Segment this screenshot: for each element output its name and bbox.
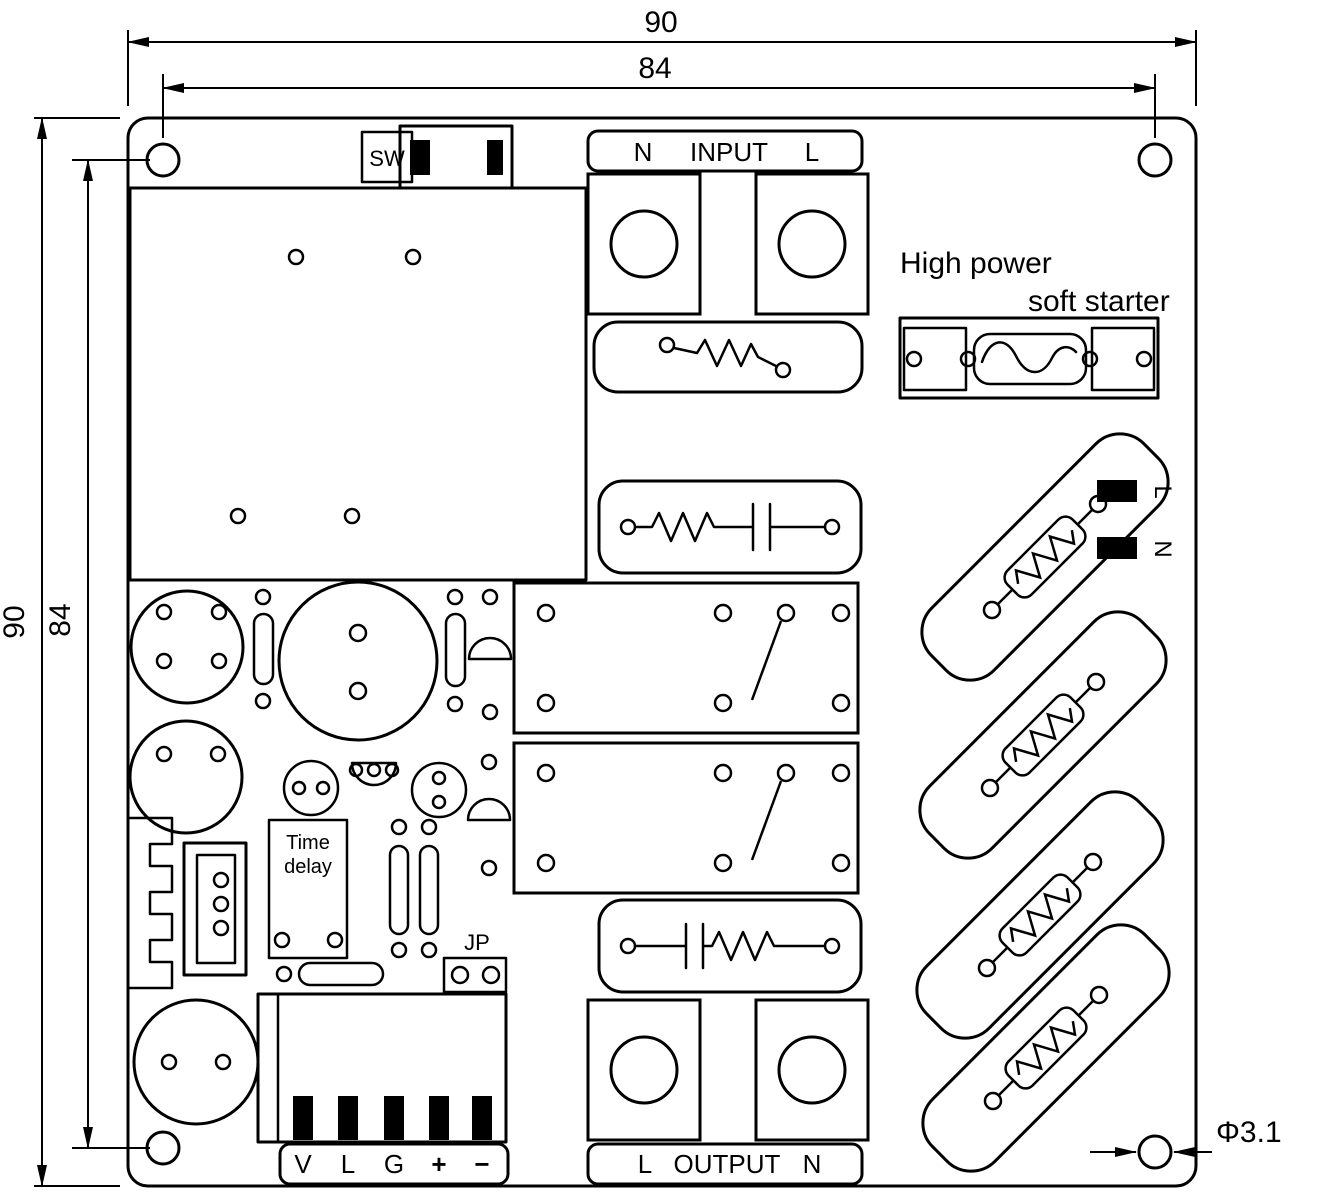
title-line2: soft starter <box>1028 285 1170 318</box>
switch-actuator-right <box>487 140 503 175</box>
mounting-hole-bottom-left <box>145 1130 181 1166</box>
resistor-capsule-2 <box>444 612 467 688</box>
input-title: INPUT <box>690 137 768 167</box>
fuse-body <box>972 332 1088 386</box>
varistor-2 <box>904 596 1182 874</box>
line-marker-n-pad <box>1097 537 1137 559</box>
board-title: High power soft starter <box>900 247 1170 318</box>
terminal-label-v: V <box>294 1149 312 1179</box>
rc-snubber-bottom <box>597 898 863 994</box>
filter-capacitors <box>128 580 439 1126</box>
fuse-element <box>980 341 1078 374</box>
small-capacitor-1 <box>282 759 340 817</box>
dim-hole-diameter-label: Φ3.1 <box>1216 1116 1282 1149</box>
resistor-capsule-1 <box>252 612 275 686</box>
capacitor-4 <box>132 998 260 1126</box>
fusible-resistor <box>592 320 864 394</box>
small-capacitor-2 <box>410 761 468 819</box>
output-n-label: N <box>803 1149 822 1179</box>
input-terminal-l <box>754 172 870 316</box>
line-markers: L N <box>1097 480 1176 559</box>
output-connector: L OUTPUT N <box>586 998 870 1186</box>
title-line1: High power <box>900 247 1052 280</box>
output-title: OUTPUT <box>674 1149 781 1179</box>
output-terminal-l <box>586 998 702 1142</box>
resistor-capsule-4 <box>388 844 410 936</box>
transistor-3 <box>466 797 512 822</box>
relay-1 <box>512 581 860 735</box>
varistor-3 <box>901 776 1179 1054</box>
mounting-hole-top-left <box>145 142 181 178</box>
resistor-capsule-5 <box>418 844 440 936</box>
terminal-pin-2 <box>338 1096 358 1140</box>
input-l-label: L <box>805 137 819 167</box>
rc-snubber-top <box>597 479 863 575</box>
jumper: JP <box>442 930 508 994</box>
output-l-label: L <box>638 1149 652 1179</box>
terminal-pin-1 <box>293 1096 313 1140</box>
terminal-label-plus: + <box>431 1149 446 1179</box>
dim-hole-spacing-x-label: 84 <box>638 52 671 85</box>
power-switch: SW <box>360 124 514 190</box>
fuse-holder <box>898 316 1160 400</box>
time-delay-label-2: delay <box>284 856 332 878</box>
mounting-hole-top-right <box>1137 142 1173 178</box>
extension-lines <box>34 30 1197 1187</box>
terminal-label-g: G <box>384 1149 404 1179</box>
terminal-label-minus: − <box>474 1149 489 1179</box>
mounting-hole-bottom-right <box>1137 1134 1173 1170</box>
input-connector: N INPUT L <box>586 129 870 316</box>
dimension-annotations: 90 84 90 84 Φ3.1 <box>0 6 1282 1187</box>
capacitor-2 <box>277 580 439 742</box>
dim-board-height-label: 90 <box>0 605 31 638</box>
line-marker-l-pad <box>1097 480 1137 502</box>
switch-label: SW <box>369 146 405 171</box>
terminal-pin-3 <box>384 1096 404 1140</box>
transistor-2 <box>350 761 398 787</box>
resistor-capsule-3 <box>297 961 385 987</box>
line-marker-n-label: N <box>1149 540 1176 557</box>
small-components <box>252 588 513 987</box>
dim-board-width-label: 90 <box>644 6 677 39</box>
time-delay-module: Time delay <box>267 818 349 960</box>
relay-2 <box>512 741 860 895</box>
jumper-label: JP <box>464 930 490 955</box>
switch-actuator-left <box>410 140 430 175</box>
capacitor-3 <box>128 719 244 835</box>
terminal-pin-5 <box>472 1096 492 1140</box>
varistor-1 <box>906 418 1184 696</box>
capacitor-1 <box>129 589 245 705</box>
time-delay-label-1: Time <box>286 832 330 854</box>
heatsink-plate <box>128 186 588 582</box>
input-n-label: N <box>634 137 653 167</box>
transistor-1 <box>467 636 513 661</box>
input-terminal-n <box>586 172 702 316</box>
edge-heatsink <box>128 816 174 990</box>
terminal-pin-4 <box>429 1096 449 1140</box>
screw-terminal-block: V L G + − <box>256 992 510 1186</box>
output-terminal-n <box>754 998 870 1142</box>
board-outline <box>126 116 1198 1188</box>
dim-hole-spacing-y-label: 84 <box>44 603 77 636</box>
line-marker-l-label: L <box>1149 485 1176 498</box>
edge-connector <box>182 841 248 977</box>
terminal-label-l: L <box>341 1149 355 1179</box>
